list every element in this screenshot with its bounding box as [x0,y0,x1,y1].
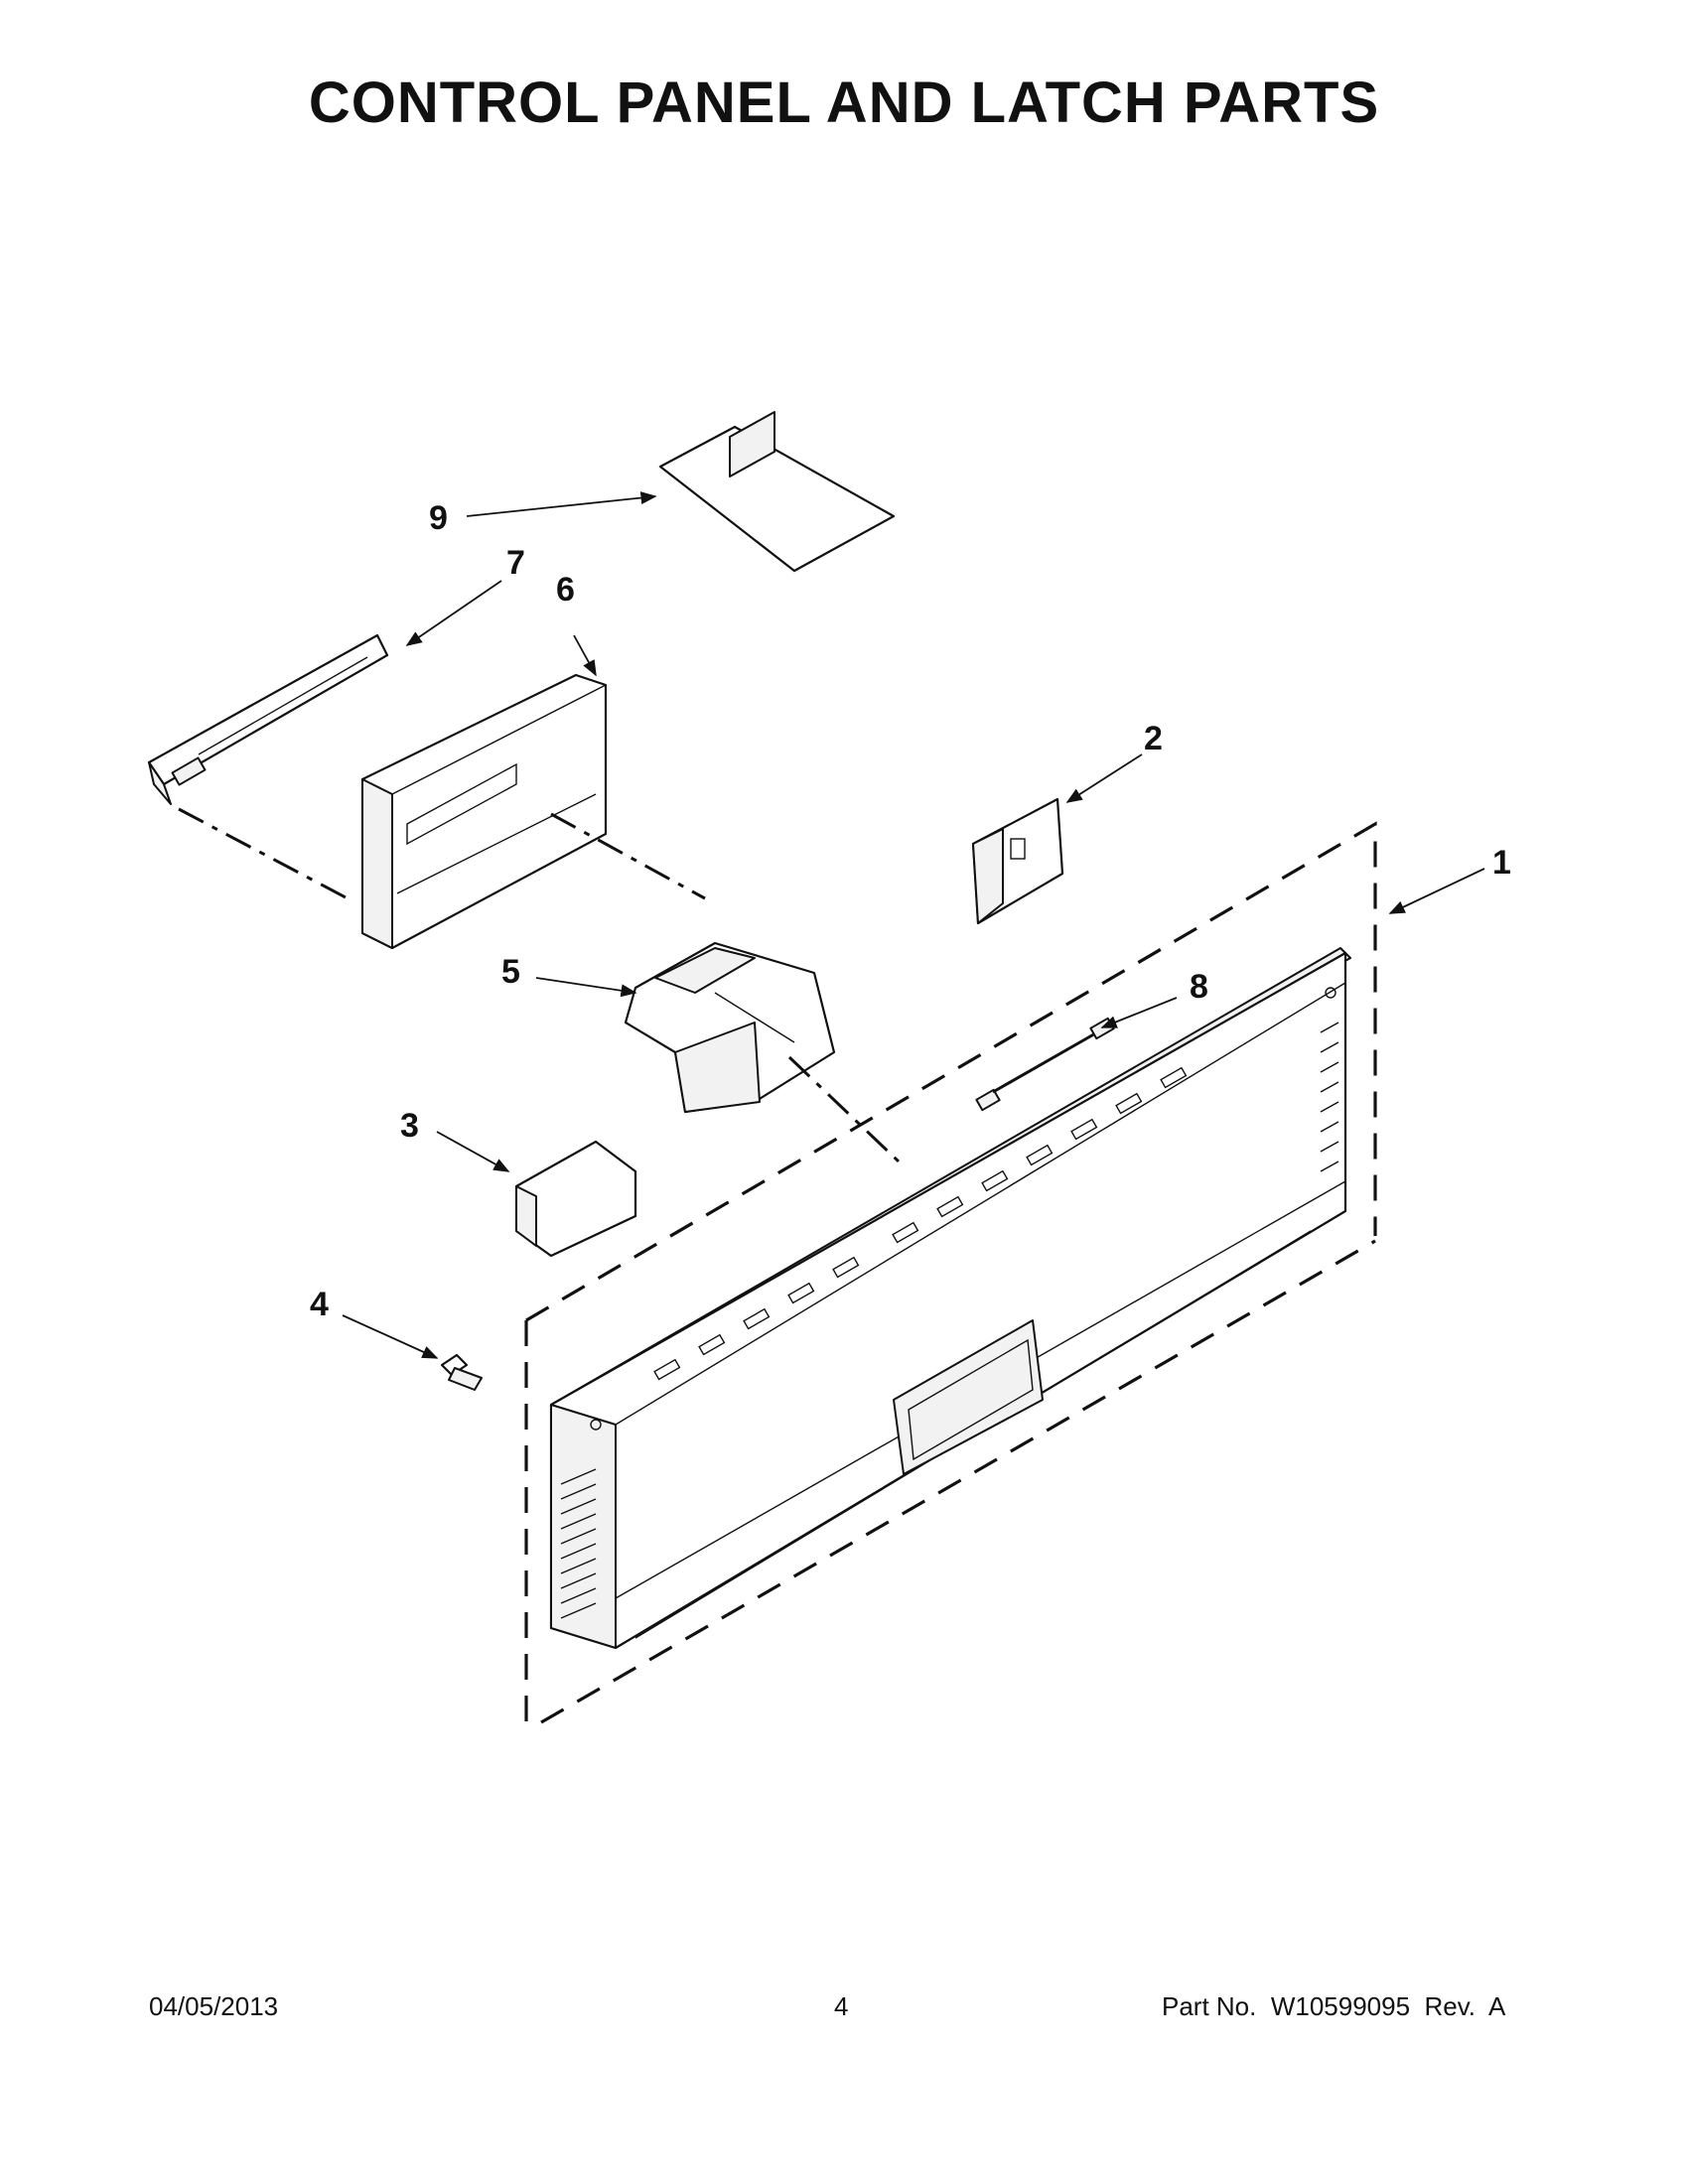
panel-button-labels [653,1066,1188,1381]
callout-8: 8 [1190,968,1208,1006]
assembly-line-7-6 [178,807,349,900]
callout-6: 6 [556,571,575,609]
part-6-control-board [360,673,608,950]
panel-right-ribs [1320,1022,1339,1172]
footer-part-number: Part No. W10599095 Rev. A [1162,1991,1506,2021]
assembly-line-5 [787,1055,901,1163]
part-7-bracket [147,633,389,805]
callout-2: 2 [1144,720,1163,757]
part-4-screw [440,1353,483,1391]
part-3-bracket [514,1140,637,1258]
part-9-shield [658,411,896,573]
footer-date: 04/05/2013 [149,1991,279,2021]
panel-screw-hole-left [590,1419,602,1431]
callout-7: 7 [506,544,525,582]
callout-1: 1 [1492,844,1511,882]
callout-4: 4 [310,1286,329,1323]
callout-leaders [342,491,1485,1359]
part-5-latch-assembly [624,941,836,1114]
part-2-latch-bracket [971,797,1064,925]
callout-3: 3 [400,1107,419,1145]
assembly-line-6 [550,812,706,900]
panel-screw-hole-right [1325,987,1336,999]
assembly-boundary-dashed [524,821,1377,1724]
callout-5: 5 [501,953,520,991]
part-1-control-panel [549,947,1351,1650]
page-title: CONTROL PANEL AND LATCH PARTS [308,70,1380,135]
panel-vent-slots [560,1468,597,1619]
callout-9: 9 [429,499,448,537]
footer-page-number: 4 [834,1991,849,2021]
panel-handle-recess [893,1319,1044,1475]
